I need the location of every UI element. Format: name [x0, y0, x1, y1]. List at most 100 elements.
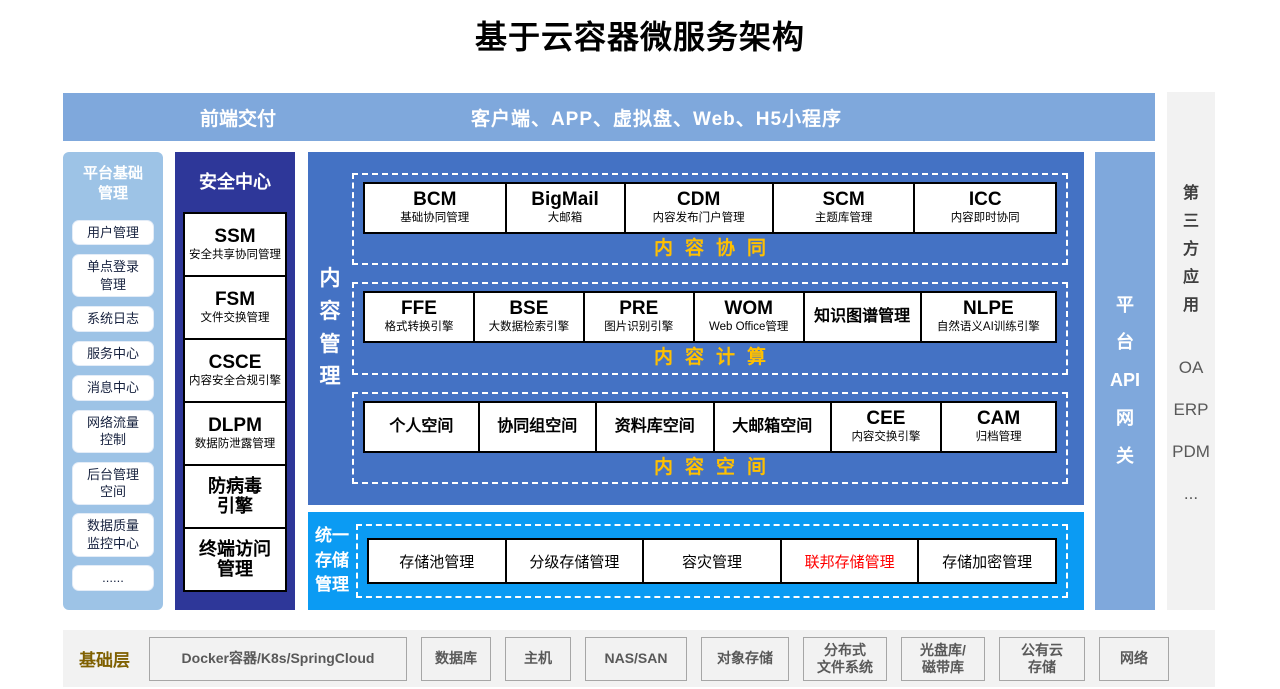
unified-storage-panel: 统一 存储 管理 存储池管理 分级存储管理 容灾管理 联邦存储管理 存储加密管理 — [308, 512, 1084, 610]
module-subtitle: 主题库管理 — [814, 211, 873, 224]
infra-box: 对象存储 — [701, 636, 789, 681]
infra-box: 分布式 文件系统 — [803, 636, 887, 681]
module-row: FFE 格式转换引擎 BSE 大数据检索引擎 PRE 图片识别引擎 WOM We… — [363, 291, 1058, 344]
list-item: OA — [1178, 358, 1204, 377]
base-layer-strip: 基础层 Docker容器/K8s/SpringCloud 数据库 主机 NAS/… — [63, 630, 1215, 687]
infra-box: 主机 — [505, 636, 571, 681]
module-subtitle: 内容即时协同 — [950, 211, 1020, 224]
module-subtitle: 内容安全合规引擎 — [189, 374, 281, 387]
list-item: 服务中心 — [72, 340, 154, 367]
list-item: ...... — [72, 565, 154, 591]
security-center-panel: 安全中心 SSM 安全共享协同管理 FSM 文件交换管理 CSCE 内容安全合规… — [175, 152, 295, 610]
module-box: 资料库空间 — [594, 400, 715, 453]
module-box: SCM 主题库管理 — [771, 181, 916, 234]
module-title: FFE — [401, 298, 437, 320]
module-title: WOM — [724, 298, 773, 320]
module-box: FFE 格式转换引擎 — [363, 291, 475, 344]
base-layer-label: 基础层 — [79, 651, 130, 670]
content-management-label: 内 容 管 理 — [319, 267, 341, 389]
content-groups: BCM 基础协同管理 BigMail 大邮箱 CDM 内容发布门户管理 SCM … — [352, 152, 1084, 505]
module-title: BCM — [413, 189, 457, 211]
module-box: CEE 内容交换引擎 — [829, 400, 943, 453]
platform-base-items: 用户管理 单点登录 管理 系统日志 服务中心 消息中心 网络流量 控制 后台管理… — [63, 203, 163, 610]
module-title: ICC — [968, 189, 1002, 211]
module-title: SCM — [822, 189, 865, 211]
module-box: 分级存储管理 — [504, 538, 645, 584]
security-center-items: SSM 安全共享协同管理 FSM 文件交换管理 CSCE 内容安全合规引擎 DL… — [183, 212, 287, 592]
content-management-panel: 内 容 管 理 BCM 基础协同管理 BigMail 大邮箱 CDM 内容发布门… — [308, 152, 1084, 505]
list-item: 消息中心 — [72, 375, 154, 401]
frontend-delivery-banner: 客户端、APP、虚拟盘、Web、H5小程序 前端交付 — [63, 93, 1155, 141]
module-box: 协同组空间 — [477, 400, 597, 453]
module-box: BCM 基础协同管理 — [363, 181, 507, 234]
module-title: DLPM — [208, 414, 262, 436]
module-subtitle: 图片识别引擎 — [604, 321, 674, 334]
list-item: 单点登录 管理 — [72, 254, 154, 298]
list-item: ERP — [1173, 400, 1209, 419]
page-title: 基于云容器微服务架构 — [474, 19, 805, 55]
module-subtitle: 自然语义AI训练引擎 — [936, 321, 1040, 334]
list-item: 系统日志 — [72, 306, 154, 332]
group-content-space: 个人空间 协同组空间 资料库空间 大邮箱空间 CEE 内容交换引擎 — [352, 391, 1068, 485]
module-box: BigMail 大邮箱 — [504, 181, 626, 234]
module-subtitle: Web Office管理 — [708, 321, 789, 334]
module-box: 终端访问 管理 — [183, 527, 287, 592]
third-party-items: OA ERP PDM ... — [1172, 358, 1210, 504]
platform-base-panel: 平台基础 管理 用户管理 单点登录 管理 系统日志 服务中心 消息中心 网络流量… — [63, 152, 163, 610]
group-label: 内容计算 — [653, 347, 778, 369]
module-title: CEE — [866, 407, 906, 429]
module-title: 资料库空间 — [614, 417, 695, 435]
list-item: ... — [1183, 484, 1199, 503]
module-subtitle: 归档管理 — [975, 430, 1022, 443]
group-content-collaboration: BCM 基础协同管理 BigMail 大邮箱 CDM 内容发布门户管理 SCM … — [352, 172, 1068, 266]
module-title: 终端访问 管理 — [199, 538, 271, 579]
module-box: BSE 大数据检索引擎 — [472, 291, 585, 344]
module-box: DLPM 数据防泄露管理 — [183, 401, 287, 466]
module-box: SSM 安全共享协同管理 — [183, 212, 287, 277]
module-box: 知识图谱管理 — [802, 291, 922, 344]
platform-base-title: 平台基础 管理 — [82, 165, 143, 202]
group-label: 内容协同 — [653, 237, 778, 259]
module-box-highlighted: 联邦存储管理 — [779, 538, 920, 584]
list-item: 数据质量 监控中心 — [72, 513, 154, 557]
api-gateway-panel: 平 台 API 网 关 — [1095, 152, 1155, 610]
list-item: 网络流量 控制 — [72, 409, 154, 453]
infra-box: 公有云 存储 — [999, 636, 1085, 681]
module-title: FSM — [214, 288, 256, 310]
infra-box: 数据库 — [421, 636, 491, 681]
module-title: CSCE — [208, 351, 262, 373]
module-title: BSE — [509, 298, 549, 320]
module-title: 防病毒 引擎 — [208, 475, 262, 516]
module-box: FSM 文件交换管理 — [183, 275, 287, 340]
module-subtitle: 内容交换引擎 — [851, 430, 921, 443]
module-subtitle: 基础协同管理 — [400, 211, 470, 224]
security-center-title: 安全中心 — [199, 172, 271, 192]
module-title: BigMail — [531, 189, 599, 211]
module-title: 协同组空间 — [497, 417, 578, 435]
module-title: CAM — [976, 407, 1021, 429]
module-box: 防病毒 引擎 — [183, 464, 287, 529]
banner-clients-text: 客户端、APP、虚拟盘、Web、H5小程序 — [470, 108, 843, 130]
infra-box: NAS/SAN — [585, 636, 687, 681]
module-subtitle: 数据防泄露管理 — [194, 437, 276, 450]
module-box: 存储加密管理 — [917, 538, 1057, 584]
storage-group: 存储池管理 分级存储管理 容灾管理 联邦存储管理 存储加密管理 — [356, 524, 1068, 598]
unified-storage-label: 统一 存储 管理 — [315, 526, 349, 595]
module-box: PRE 图片识别引擎 — [582, 291, 695, 344]
module-subtitle: 大数据检索引擎 — [488, 321, 570, 334]
module-row: 存储池管理 分级存储管理 容灾管理 联邦存储管理 存储加密管理 — [367, 538, 1057, 584]
third-party-panel: 第 三 方 应 用 OA ERP PDM ... — [1167, 92, 1215, 610]
module-box: WOM Web Office管理 — [692, 291, 805, 344]
module-subtitle: 大邮箱 — [547, 211, 583, 224]
module-title: SSM — [214, 225, 256, 247]
infra-box: 网络 — [1099, 636, 1169, 681]
module-subtitle: 内容发布门户管理 — [652, 211, 745, 224]
third-party-title: 第 三 方 应 用 — [1182, 185, 1199, 314]
list-item: 用户管理 — [72, 219, 154, 246]
module-box: 容灾管理 — [642, 538, 782, 584]
module-box: CAM 归档管理 — [940, 400, 1057, 453]
module-box: 存储池管理 — [367, 538, 507, 584]
banner-label: 前端交付 — [199, 108, 276, 130]
module-box: CDM 内容发布门户管理 — [623, 181, 774, 234]
